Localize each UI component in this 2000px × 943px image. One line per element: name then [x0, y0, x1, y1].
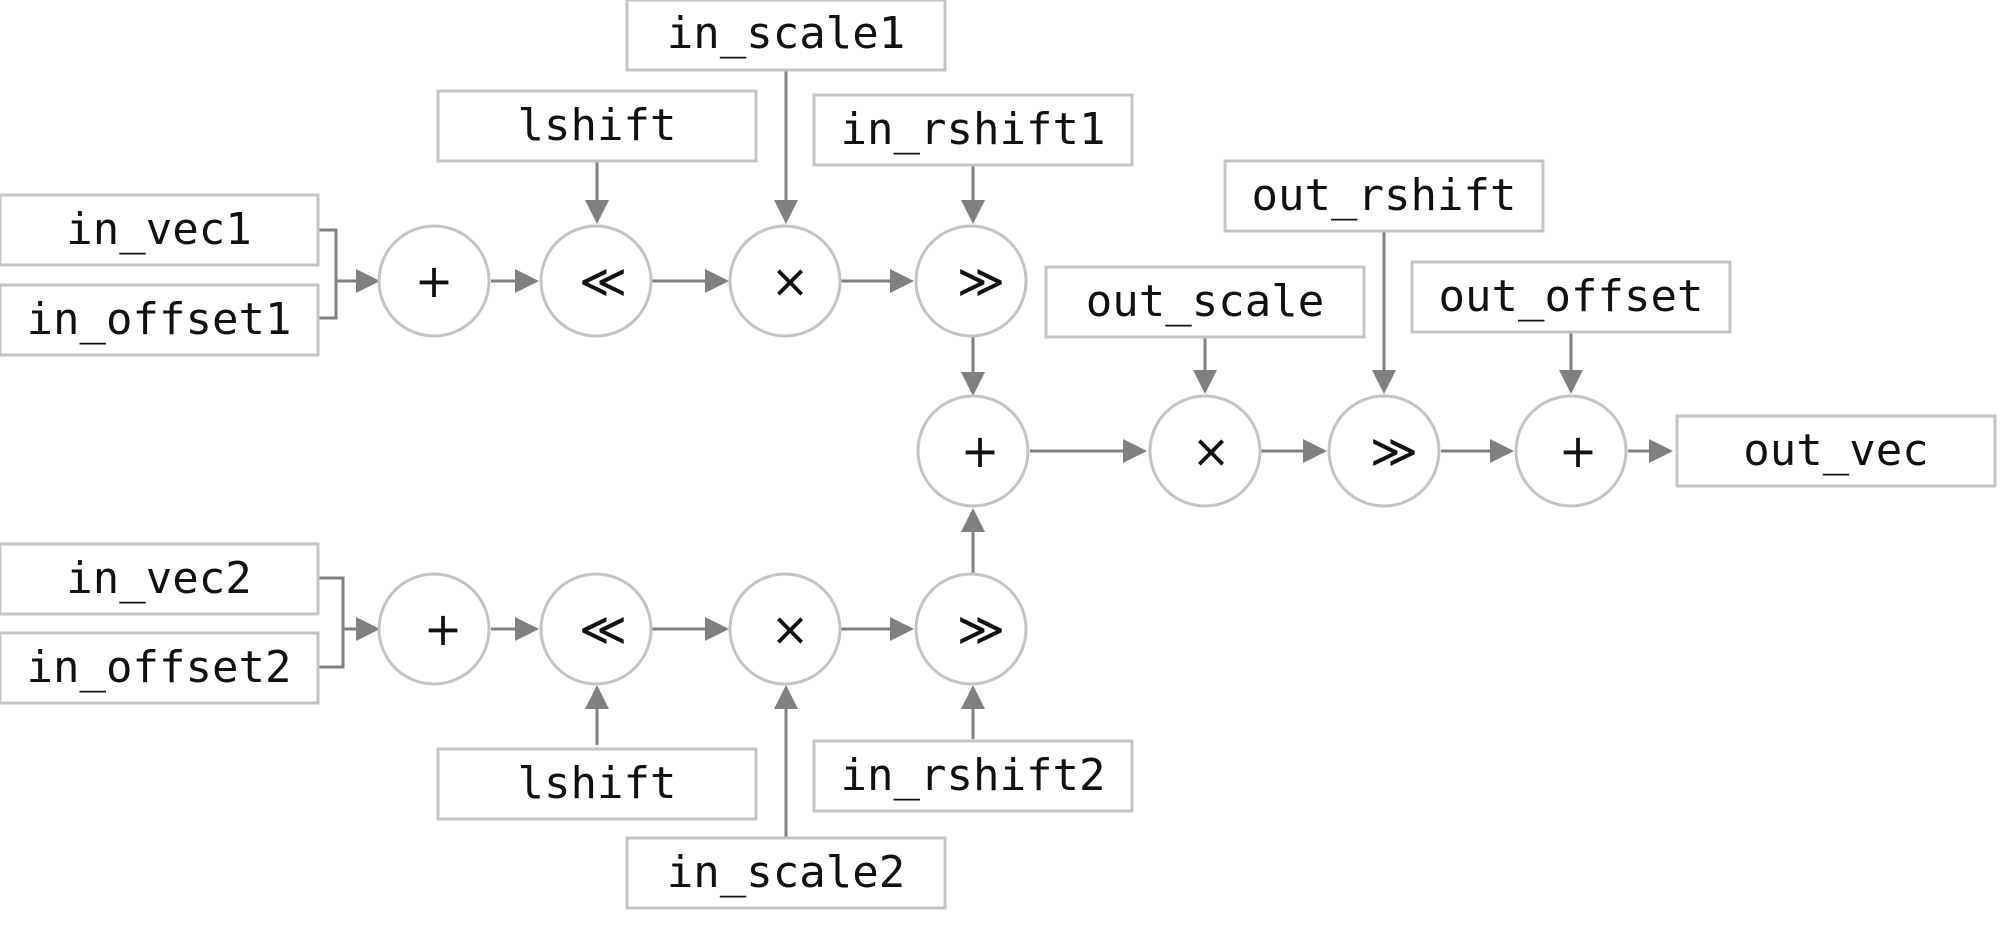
- box-lshift-top: lshift: [436, 89, 758, 163]
- box-in-offset2: in_offset2: [0, 631, 320, 705]
- op-add-out: +: [1514, 394, 1628, 508]
- box-in-vec2: in_vec2: [0, 542, 320, 616]
- op-mul-bottom-symbol: ×: [771, 602, 810, 656]
- op-mul-bottom: ×: [728, 572, 842, 686]
- edge-in-offset1: [318, 281, 338, 320]
- box-out-offset-label: out_offset: [1439, 271, 1704, 322]
- op-add-mid: +: [916, 394, 1030, 508]
- op-lshift-top: ≪: [539, 224, 653, 338]
- op-rshift-top: ≫: [914, 224, 1028, 338]
- box-in-rshift2-label: in_rshift2: [841, 750, 1106, 801]
- op-mul-out: ×: [1148, 394, 1262, 508]
- box-in-vec1-label: in_vec1: [66, 204, 251, 255]
- box-in-vec1: in_vec1: [0, 193, 320, 267]
- edge-in-vec2: [318, 576, 345, 629]
- op-mul-out-symbol: ×: [1192, 424, 1231, 478]
- box-out-vec: out_vec: [1675, 414, 1997, 488]
- box-in-scale1: in_scale1: [625, 0, 947, 72]
- op-lshift-bottom-symbol: ≪: [579, 602, 627, 656]
- box-out-scale: out_scale: [1044, 265, 1366, 339]
- op-rshift-top-symbol: ≫: [957, 254, 1005, 308]
- box-lshift-bottom: lshift: [436, 747, 758, 821]
- op-add-bottom: +: [377, 572, 491, 686]
- box-out-rshift-label: out_rshift: [1252, 170, 1517, 221]
- box-out-scale-label: out_scale: [1086, 276, 1324, 327]
- box-lshift-top-label: lshift: [518, 100, 677, 151]
- op-add-top: +: [377, 224, 491, 338]
- op-rshift-out-symbol: ≫: [1370, 424, 1418, 478]
- op-lshift-top-symbol: ≪: [579, 254, 627, 308]
- op-add-mid-symbol: +: [961, 424, 1000, 478]
- op-mul-top-symbol: ×: [771, 254, 810, 308]
- op-mul-top: ×: [728, 224, 842, 338]
- op-add-out-symbol: +: [1559, 424, 1598, 478]
- box-lshift-bottom-label: lshift: [518, 758, 677, 809]
- box-in-vec2-label: in_vec2: [66, 553, 251, 604]
- box-in-offset1-label: in_offset1: [27, 294, 292, 345]
- edges: [318, 70, 1673, 838]
- box-in-scale2: in_scale2: [625, 836, 947, 910]
- box-in-scale2-label: in_scale2: [667, 847, 905, 898]
- op-rshift-out: ≫: [1327, 394, 1441, 508]
- box-in-rshift2: in_rshift2: [812, 739, 1134, 813]
- box-in-scale1-label: in_scale1: [667, 8, 905, 59]
- op-rshift-bottom: ≫: [914, 572, 1028, 686]
- edge-in-offset2: [318, 629, 345, 669]
- box-in-offset2-label: in_offset2: [27, 642, 292, 693]
- op-rshift-bottom-symbol: ≫: [957, 602, 1005, 656]
- box-out-vec-label: out_vec: [1743, 425, 1928, 476]
- op-add-bottom-symbol: +: [424, 602, 463, 656]
- box-in-offset1: in_offset1: [0, 283, 320, 357]
- box-out-offset: out_offset: [1410, 260, 1732, 334]
- box-out-rshift: out_rshift: [1223, 159, 1545, 233]
- op-add-top-symbol: +: [415, 254, 454, 308]
- box-in-rshift1: in_rshift1: [812, 93, 1134, 167]
- box-in-rshift1-label: in_rshift1: [841, 104, 1106, 155]
- op-lshift-bottom: ≪: [539, 572, 653, 686]
- edge-in-vec1: [318, 228, 338, 281]
